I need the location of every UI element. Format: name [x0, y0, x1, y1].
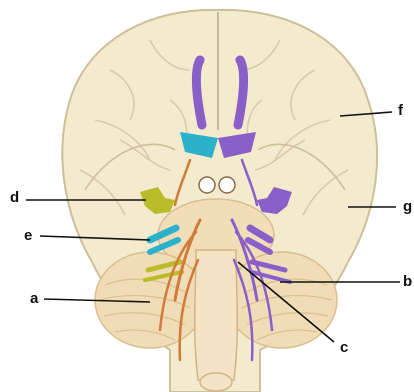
label-d: d — [10, 190, 19, 205]
label-c: c — [340, 340, 348, 355]
label-f: f — [398, 103, 403, 118]
olfactory-nerve-right — [238, 60, 244, 125]
label-b: b — [403, 274, 412, 289]
medulla — [195, 250, 238, 380]
label-a: a — [30, 291, 38, 306]
mammillary-body-right — [219, 177, 235, 193]
spinal-cord-end — [200, 373, 232, 391]
olfactory-nerve-left — [196, 60, 202, 125]
mammillary-body-left — [199, 177, 215, 193]
label-g: g — [403, 199, 412, 214]
label-e: e — [24, 228, 32, 243]
